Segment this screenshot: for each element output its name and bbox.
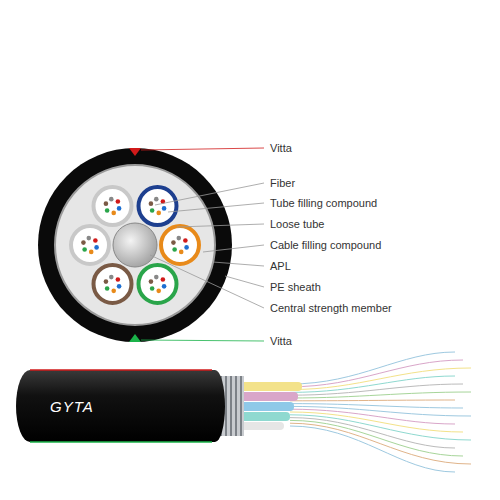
fiber-dot	[104, 279, 109, 284]
fiber-dot	[150, 208, 155, 213]
tube-blue	[240, 402, 294, 411]
fiber-dot	[86, 236, 91, 241]
fiber-dot	[149, 279, 154, 284]
loose-tubes	[71, 187, 199, 303]
vitta-stripe	[30, 441, 212, 443]
fiber-dot	[162, 206, 167, 211]
fiber-strand	[290, 368, 471, 390]
fiber-strand	[290, 392, 471, 398]
fiber-dot	[104, 201, 109, 206]
loose-tube	[161, 226, 199, 264]
fiber-dot	[171, 240, 176, 245]
loose-tube	[139, 265, 177, 303]
fiber-dot	[111, 211, 116, 216]
tube-pink	[240, 392, 298, 401]
fiber-dot	[156, 289, 161, 294]
fiber-strand	[290, 352, 455, 384]
fiber-dot	[93, 238, 98, 243]
loose-tube	[139, 187, 177, 225]
part-label: Central strength member	[270, 302, 392, 315]
part-label: APL	[270, 260, 291, 273]
fiber-dot	[109, 275, 114, 280]
fiber-dot	[82, 247, 87, 252]
loose-tube	[94, 265, 132, 303]
tube-white	[240, 422, 284, 430]
fiber-strand	[290, 406, 471, 416]
tube-yellow	[240, 382, 302, 391]
part-label: Vitta	[270, 335, 292, 348]
fiber-dot	[183, 238, 188, 243]
cross-section	[38, 148, 232, 342]
fiber-dot	[116, 199, 121, 204]
fiber-dot	[117, 284, 122, 289]
fiber-dot	[94, 245, 99, 250]
fiber-strand	[290, 415, 471, 440]
black-sheath	[16, 370, 225, 442]
fiber-dot	[156, 211, 161, 216]
fiber-dot	[81, 240, 86, 245]
fibers	[290, 352, 471, 472]
fiber-dot	[89, 250, 94, 255]
vitta-stripe	[30, 369, 212, 371]
leader-lines	[141, 148, 264, 341]
fiber-dot	[117, 206, 122, 211]
fiber-strand	[290, 426, 455, 472]
fiber-dot	[149, 201, 154, 206]
fiber-strand	[290, 420, 463, 456]
loose-tube	[94, 187, 132, 225]
fiber-dot	[184, 245, 189, 250]
cable-side-view	[16, 352, 471, 472]
fiber-dot	[176, 236, 181, 241]
fiber-dot	[161, 277, 166, 282]
part-label: PE sheath	[270, 281, 321, 294]
fiber-strand	[290, 360, 463, 387]
part-label: Fiber	[270, 177, 295, 190]
loose-tube	[71, 226, 109, 264]
fiber-strand	[290, 384, 463, 395]
fiber-dot	[154, 197, 159, 202]
fiber-dot	[109, 197, 114, 202]
part-label: Tube filling compound	[270, 197, 377, 210]
central-strength-member	[113, 223, 157, 267]
fiber-dot	[150, 286, 155, 291]
pe-sheath	[38, 148, 232, 342]
fiber-dot	[179, 250, 184, 255]
fiber-dot	[162, 284, 167, 289]
cable-name: GYTA	[50, 398, 94, 416]
apl-layer	[55, 165, 215, 325]
fiber-dot	[111, 289, 116, 294]
tube-cyan	[240, 412, 290, 421]
fiber-dot	[105, 286, 110, 291]
fiber-dot	[116, 277, 121, 282]
part-label: Cable filling compound	[270, 239, 381, 252]
fiber-dot	[105, 208, 110, 213]
vitta-mark-bottom	[129, 334, 141, 342]
fiber-dot	[172, 247, 177, 252]
part-label: Vitta	[270, 142, 292, 155]
vitta-mark-top	[129, 148, 141, 156]
fiber-strand	[290, 400, 455, 402]
fiber-dot	[154, 275, 159, 280]
fiber-strand	[290, 423, 471, 464]
part-label: Loose tube	[270, 218, 324, 231]
